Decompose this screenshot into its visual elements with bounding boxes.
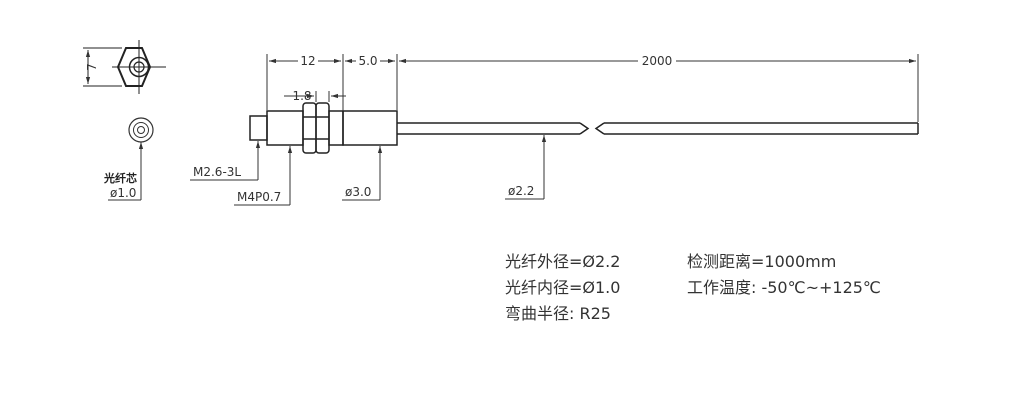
nut-thickness-label: 1.8	[292, 89, 311, 103]
spec-detect-distance: 检测距离=1000mm	[687, 252, 837, 271]
core-diameter-label: ø1.0	[110, 186, 136, 200]
top-dimension-lines	[266, 54, 919, 122]
core-end-view	[108, 117, 154, 201]
fiber-cable	[397, 122, 919, 135]
tail-diameter-label: ø3.0	[345, 185, 371, 199]
sensor-head	[249, 102, 398, 154]
tip-thread-label: M2.6-3L	[193, 165, 241, 179]
body-thread-label: M4P0.7	[237, 190, 281, 204]
body-length-label: 12	[300, 54, 315, 68]
cable-length-label: 2000	[642, 54, 673, 68]
spec-bend-radius: 弯曲半径: R25	[505, 304, 611, 323]
hex-end-view	[83, 40, 166, 94]
spec-operating-temp: 工作温度: -50℃~+125℃	[687, 278, 881, 297]
tail-length-label: 5.0	[358, 54, 377, 68]
leader-lines	[190, 135, 547, 206]
hex-height-label: 7	[85, 63, 99, 71]
core-label: 光纤芯	[103, 171, 137, 185]
cable-diameter-label: ø2.2	[508, 184, 534, 198]
spec-outer-diameter: 光纤外径=Ø2.2	[505, 252, 621, 271]
spec-inner-diameter: 光纤内径=Ø1.0	[505, 278, 621, 297]
